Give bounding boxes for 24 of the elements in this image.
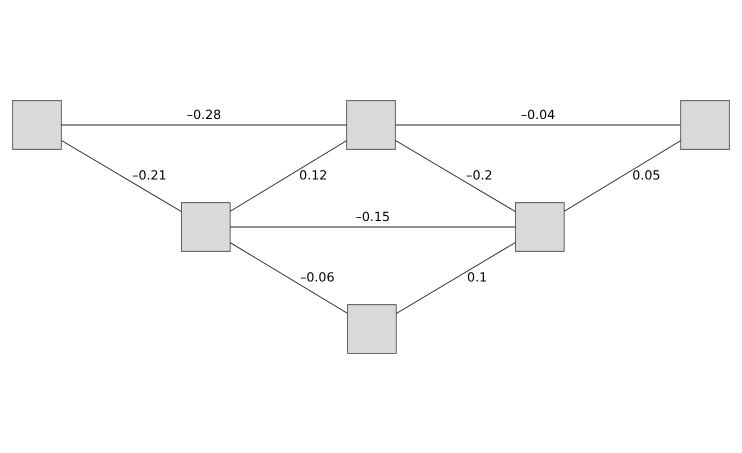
connector: [230, 140, 348, 212]
edge-label: 0.05: [632, 166, 660, 182]
connector: [395, 140, 516, 212]
connector: [230, 226, 516, 227]
connector: [230, 242, 348, 314]
node-box: [180, 202, 231, 252]
edge-label: 0.12: [299, 166, 328, 182]
connector: [395, 124, 681, 125]
edge-label: –0.28: [186, 106, 222, 122]
node-box: [680, 100, 730, 150]
edge-label: –0.06: [300, 268, 335, 284]
connector: [61, 124, 347, 125]
node-box: [346, 100, 396, 150]
connector: [564, 140, 682, 212]
edge-label: –0.04: [520, 106, 556, 122]
edge-label: –0.2: [466, 166, 493, 182]
connector: [61, 140, 182, 212]
connector: [396, 242, 516, 314]
node-box: [347, 304, 397, 354]
edge-label: –0.21: [132, 166, 167, 182]
edge-label: –0.15: [356, 208, 390, 224]
node-box: [515, 202, 565, 252]
node-box: [12, 100, 62, 150]
edge-label: 0.1: [467, 268, 488, 284]
